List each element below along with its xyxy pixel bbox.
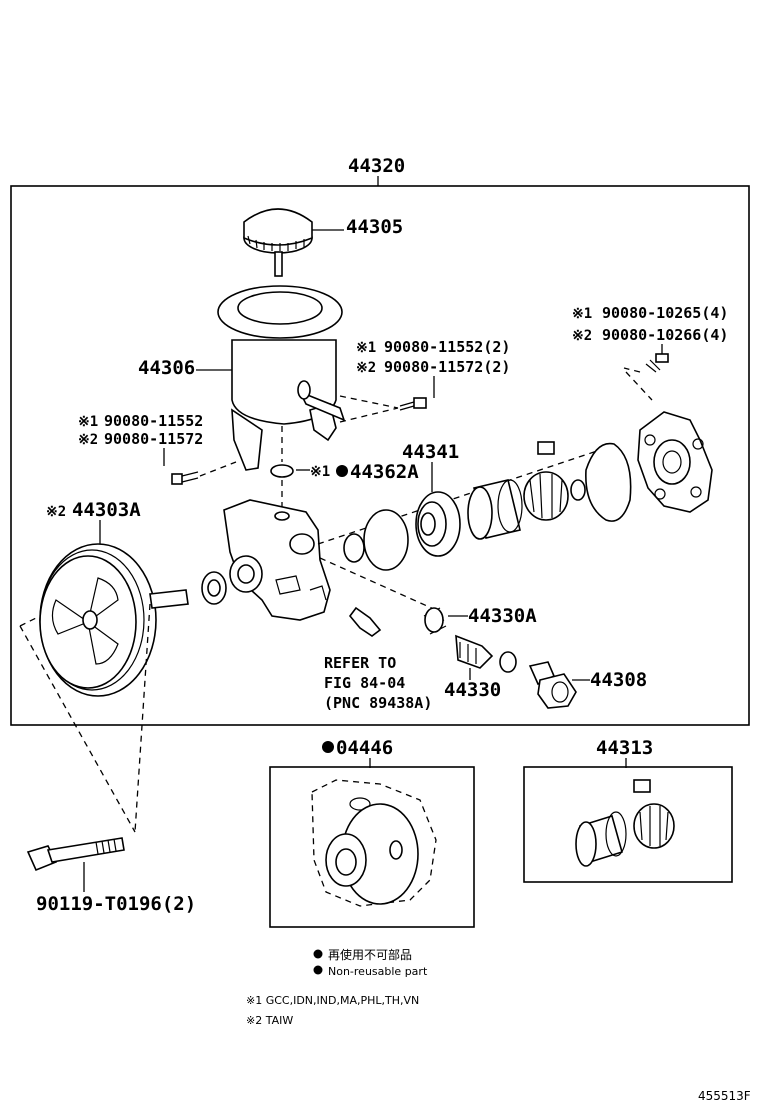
label-bolt-right-2[interactable]: 90080-10266(4) xyxy=(602,326,728,344)
spring[interactable] xyxy=(423,607,447,635)
oring-small-2[interactable] xyxy=(570,479,586,501)
label-refer-3[interactable]: (PNC 89438A) xyxy=(324,694,432,712)
label-pulley[interactable]: 44303A xyxy=(72,499,141,521)
cover-gasket[interactable] xyxy=(585,442,632,522)
legend-note-1: ※1 GCC,IDN,IND,MA,PHL,TH,VN xyxy=(246,994,419,1007)
label-bolt-right-1[interactable]: 90080-10265(4) xyxy=(602,304,728,322)
label-refer-2[interactable]: FIG 84-04 xyxy=(324,674,405,692)
reservoir[interactable] xyxy=(217,285,346,471)
legend-dot-jp xyxy=(313,949,323,959)
mark-1-right: ※1 xyxy=(572,306,592,322)
label-valve[interactable]: 44330 xyxy=(444,679,501,701)
mark-2-right: ※2 xyxy=(572,328,592,344)
cartridge-kit-box xyxy=(523,766,733,883)
bolt-left[interactable] xyxy=(171,471,199,485)
mark-2-pulley: ※2 xyxy=(46,504,66,520)
figure-id: 455513F xyxy=(698,1089,751,1103)
flow-control-valve[interactable] xyxy=(455,634,494,669)
label-cap[interactable]: 44305 xyxy=(346,216,403,238)
label-bolt-pulley[interactable]: 90119-T0196(2) xyxy=(36,893,196,915)
label-cam-ring[interactable]: 44341 xyxy=(402,441,459,463)
label-reservoir[interactable]: 44306 xyxy=(138,357,195,379)
mark-2-mid: ※2 xyxy=(356,360,376,376)
oring-small-1[interactable] xyxy=(343,533,365,563)
rotor[interactable] xyxy=(523,441,569,521)
oring-valve[interactable] xyxy=(499,651,517,673)
label-seal-oring[interactable]: 44362A xyxy=(350,461,419,483)
pulley-bolt[interactable] xyxy=(26,837,125,872)
oring-large[interactable] xyxy=(363,509,409,571)
label-cartridge-kit[interactable]: 44313 xyxy=(596,737,653,759)
pulley[interactable] xyxy=(39,543,189,697)
non-reusable-dot-oring xyxy=(336,465,348,477)
label-bolt-mid-1[interactable]: 90080-11552(2) xyxy=(384,338,510,356)
sleeve[interactable] xyxy=(467,479,523,540)
label-bolt-mid-2[interactable]: 90080-11572(2) xyxy=(384,358,510,376)
cartridge-kit-parts[interactable] xyxy=(575,779,675,867)
legend-note-2: ※2 TAIW xyxy=(246,1014,293,1027)
cam-ring[interactable] xyxy=(415,491,461,557)
mark-1-oring: ※1 xyxy=(310,464,330,480)
legend-non-reusable-jp: 再使用不可部品 xyxy=(328,947,412,962)
seal-oring[interactable] xyxy=(270,464,294,478)
bolt-right[interactable] xyxy=(645,344,669,373)
label-refer-1[interactable]: REFER TO xyxy=(324,654,396,672)
mark-1-mid: ※1 xyxy=(356,340,376,356)
reservoir-cap[interactable] xyxy=(243,208,313,277)
label-gasket-kit[interactable]: 04446 xyxy=(336,737,393,759)
rear-cover[interactable] xyxy=(637,411,713,513)
union-bolt[interactable] xyxy=(528,661,577,709)
pressure-connector[interactable] xyxy=(348,606,382,637)
label-union[interactable]: 44308 xyxy=(590,669,647,691)
gasket-kit-parts[interactable] xyxy=(311,779,437,907)
legend-non-reusable-en: Non-reusable part xyxy=(328,965,428,978)
label-bolt-left-2[interactable]: 90080-11572 xyxy=(104,430,203,448)
shaft-seal[interactable] xyxy=(201,571,227,605)
legend-dot-en xyxy=(313,965,323,975)
label-spring[interactable]: 44330A xyxy=(468,605,537,627)
label-assembly[interactable]: 44320 xyxy=(348,155,405,177)
non-reusable-dot-gasket-kit xyxy=(322,741,334,753)
mark-2-left: ※2 xyxy=(78,432,98,448)
gasket-kit-box xyxy=(269,766,475,928)
label-bolt-left-1[interactable]: 90080-11552 xyxy=(104,412,203,430)
bolt-mid[interactable] xyxy=(399,397,427,411)
assembly-frame xyxy=(10,185,750,726)
pump-body[interactable] xyxy=(223,499,331,621)
mark-1-left: ※1 xyxy=(78,414,98,430)
